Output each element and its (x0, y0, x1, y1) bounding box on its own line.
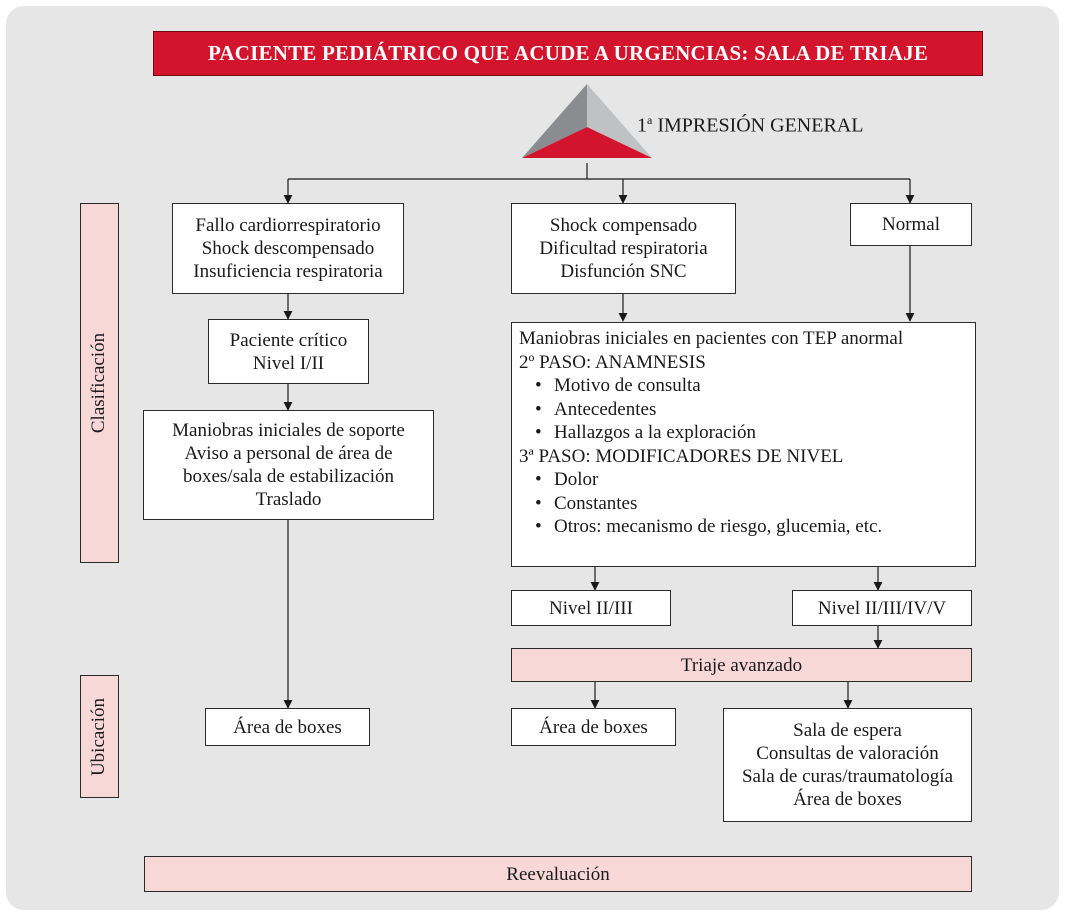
level-right-box: Nivel II/III/IV/V (792, 590, 972, 626)
compensated-states-box: Shock compensado Dificultad respiratoria… (511, 203, 736, 294)
step3-item: Otros: mecanismo de riesgo, glucemia, et… (519, 515, 975, 539)
step2-item: Hallazgos a la exploración (519, 421, 975, 445)
diagram-title: PACIENTE PEDIÁTRICO QUE ACUDE A URGENCIA… (153, 31, 983, 76)
triage-steps-box: Maniobras iniciales en pacientes con TEP… (511, 322, 976, 567)
critical-patient-box: Paciente crítico Nivel I/II (208, 319, 369, 384)
step3-title: 3ª PASO: MODIFICADORES DE NIVEL (519, 445, 844, 467)
location-left-box: Área de boxes (205, 708, 370, 746)
location-mid-box: Área de boxes (511, 708, 676, 746)
step3-item: Constantes (519, 492, 975, 516)
unstable-states-box: Fallo cardiorrespiratorio Shock descompe… (172, 203, 404, 294)
level-mid-box: Nivel II/III (511, 590, 671, 626)
location-right-box: Sala de espera Consultas de valoración S… (723, 708, 972, 822)
classification-label: Clasificación (80, 203, 119, 563)
step2-title: 2º PASO: ANAMNESIS (519, 351, 706, 373)
support-maneuvers-box: Maniobras iniciales de soporte Aviso a p… (143, 410, 434, 520)
general-impression-label: 1a IMPRESIÓN GENERAL (637, 113, 864, 137)
step2-item: Antecedentes (519, 398, 975, 422)
reevaluation-bar: Reevaluación (144, 856, 972, 892)
step2-item: Motivo de consulta (519, 374, 975, 398)
normal-state-box: Normal (850, 203, 972, 246)
advanced-triage-bar: Triaje avanzado (511, 648, 972, 682)
steps-intro: Maniobras iniciales en pacientes con TEP… (519, 328, 904, 349)
step3-item: Dolor (519, 468, 975, 492)
location-label: Ubicación (80, 675, 119, 798)
